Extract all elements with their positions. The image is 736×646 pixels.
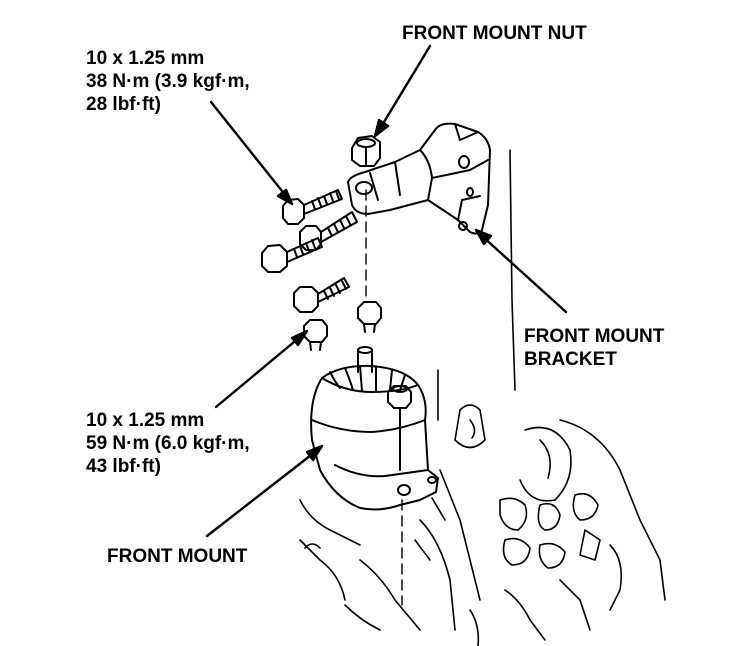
- bracket-bolt-size: 10 x 1.25 mm: [86, 48, 205, 69]
- front-mount-bracket-line1: FRONT MOUNT: [524, 326, 665, 347]
- front-mount-text: FRONT MOUNT: [107, 546, 248, 567]
- front-mount-nut-drawing: [351, 135, 381, 167]
- mount-bolt-torque-imperial: 43 lbf·ft): [86, 456, 161, 477]
- front-mount-drawing: [310, 346, 439, 511]
- alignment-lines: [365, 189, 403, 606]
- bracket-bolt-torque-imperial: 28 lbf·ft): [86, 94, 161, 115]
- bracket-bolt-drawings: [261, 189, 358, 273]
- mount-bolt-drawings: [293, 277, 412, 409]
- front-mount-label: FRONT MOUNT: [107, 545, 247, 568]
- engine-block-drawing: [299, 149, 666, 646]
- bracket-bolt-torque-metric: 38 N·m (3.9 kgf·m,: [86, 71, 250, 92]
- front-mount-nut-text: FRONT MOUNT NUT: [402, 23, 587, 44]
- bracket-bolt-torque-label: 10 x 1.25 mm 38 N·m (3.9 kgf·m, 28 lbf·f…: [86, 47, 250, 116]
- leader-arrows: [205, 44, 568, 538]
- front-mount-bracket-drawing: [347, 122, 491, 235]
- front-mount-nut-label: FRONT MOUNT NUT: [402, 22, 587, 45]
- mount-bolt-torque-label: 10 x 1.25 mm 59 N·m (6.0 kgf·m, 43 lbf·f…: [86, 409, 250, 478]
- mount-bolt-size: 10 x 1.25 mm: [86, 410, 205, 431]
- front-mount-bracket-line2: BRACKET: [524, 349, 617, 370]
- mount-bolt-torque-metric: 59 N·m (6.0 kgf·m,: [86, 433, 250, 454]
- front-mount-bracket-label: FRONT MOUNT BRACKET: [524, 325, 664, 371]
